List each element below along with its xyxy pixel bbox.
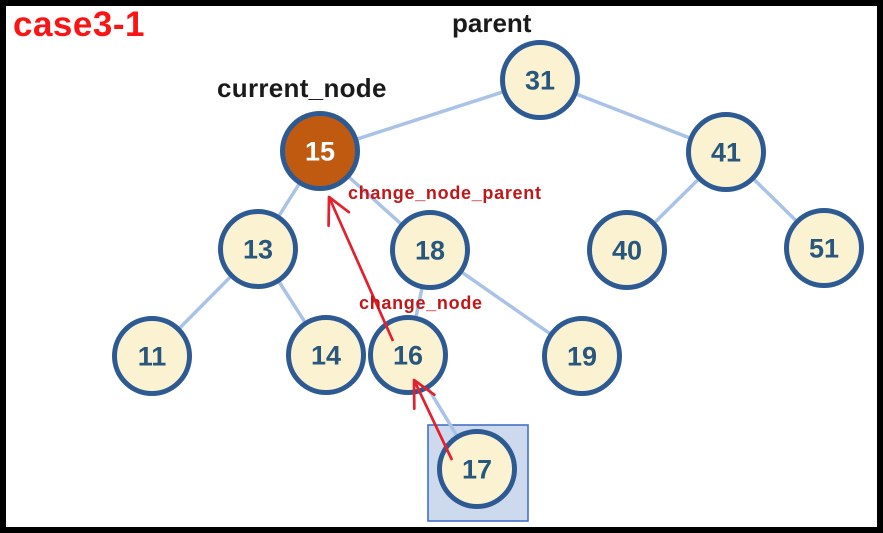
node-circle [390, 210, 470, 290]
node-value: 13 [243, 235, 273, 265]
node-circle [686, 112, 766, 192]
tree-node-15: 15 [280, 111, 360, 191]
node-circle [280, 111, 360, 191]
node-circle [437, 429, 517, 509]
node-circle [112, 316, 192, 396]
tree-node-13: 13 [218, 209, 298, 289]
node-circle [542, 316, 622, 396]
node-value: 41 [711, 138, 741, 168]
node-value: 16 [393, 341, 423, 371]
tree-node-16: 16 [368, 315, 448, 395]
node-circle [587, 210, 667, 290]
node-circle [368, 315, 448, 395]
node-circle [500, 40, 580, 120]
tree-node-19: 19 [542, 316, 622, 396]
node-value: 11 [138, 342, 167, 372]
tree-node-17: 17 [437, 429, 517, 509]
node-value: 14 [311, 341, 341, 371]
node-value: 51 [809, 234, 839, 264]
tree-node-18: 18 [390, 210, 470, 290]
change-node-parent-label: change_node_parent [348, 183, 542, 203]
current-node-label: current_node [217, 73, 387, 103]
node-value: 18 [415, 236, 445, 266]
tree-node-51: 51 [784, 208, 864, 288]
tree-node-11: 11 [112, 316, 192, 396]
node-circle [218, 209, 298, 289]
case-title: case3-1 [13, 5, 145, 44]
tree-node-14: 14 [286, 315, 366, 395]
tree-node-41: 41 [686, 112, 766, 192]
node-circle [286, 315, 366, 395]
node-circle [784, 208, 864, 288]
tree-node-40: 40 [587, 210, 667, 290]
node-value: 19 [567, 342, 597, 372]
tree-node-31: 31 [500, 40, 580, 120]
node-value: 15 [305, 137, 335, 167]
node-value: 17 [462, 455, 492, 485]
change-node-label: change_node [359, 293, 483, 313]
arrow-change_node_parent [327, 195, 395, 342]
node-value: 40 [612, 236, 642, 266]
parent-label: parent [452, 8, 532, 38]
arrow-change_node [412, 378, 454, 461]
node-value: 31 [525, 66, 555, 96]
